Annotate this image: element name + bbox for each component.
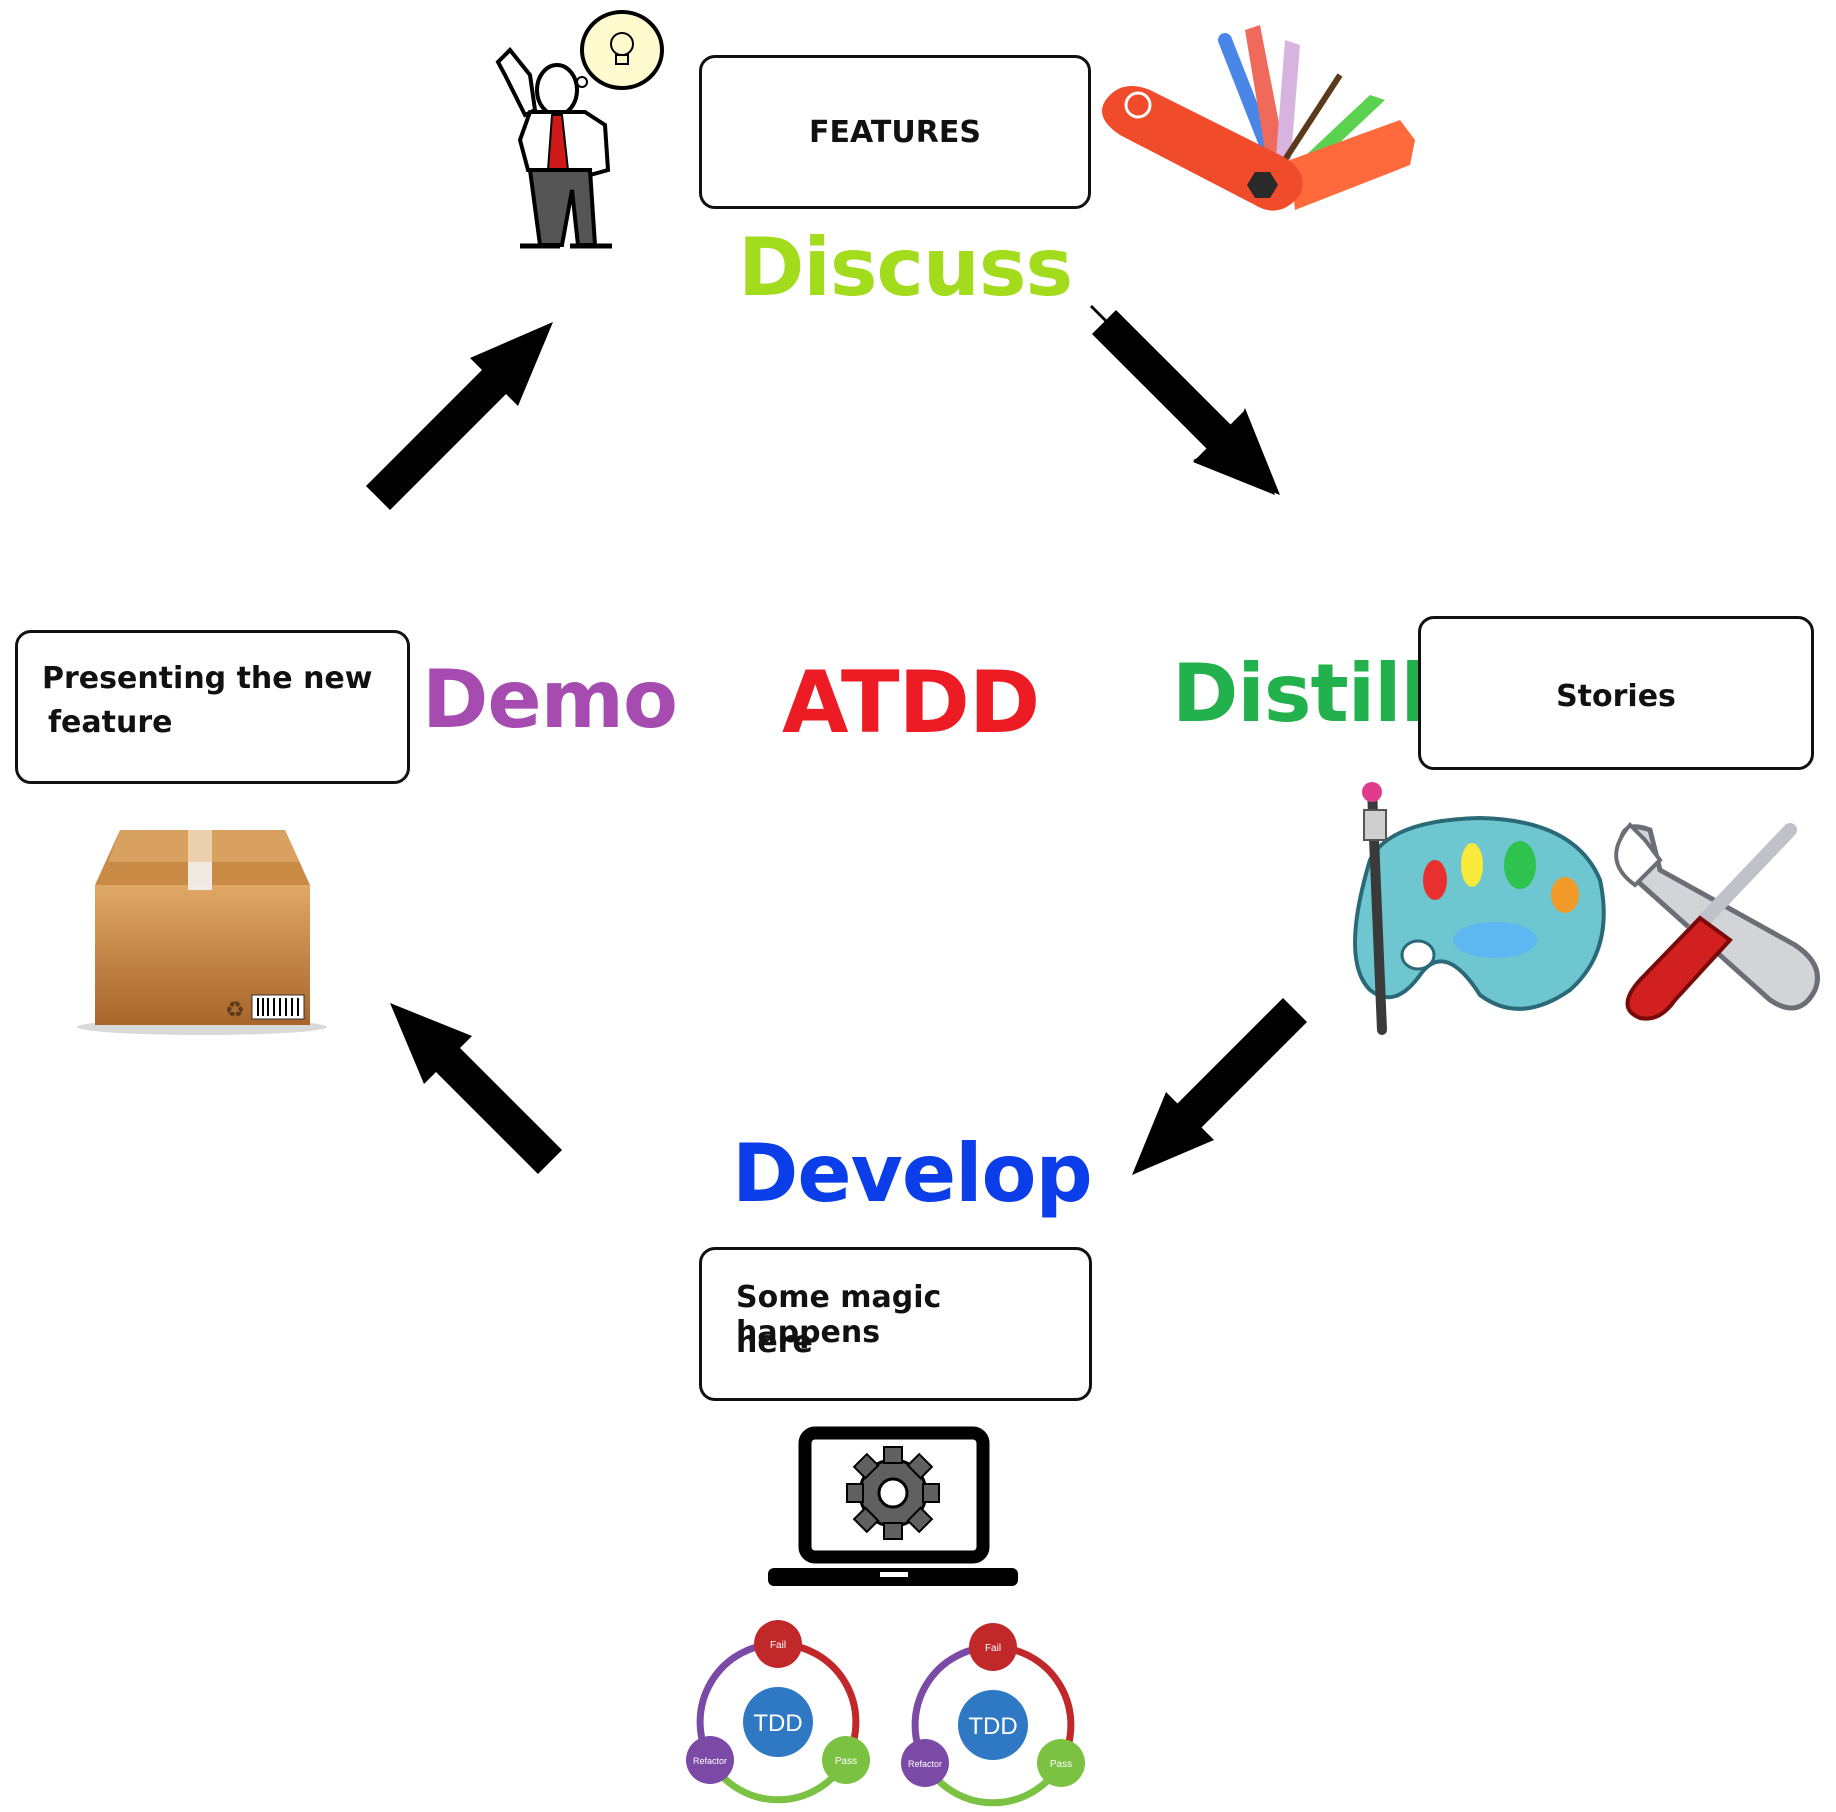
arrow-develop-to-demo xyxy=(390,1003,563,1175)
arrow-distill-to-develop xyxy=(1132,997,1308,1175)
discuss-label: Discuss xyxy=(738,221,1073,314)
presenting-box: Presenting the new feature xyxy=(15,630,410,784)
develop-label: Develop xyxy=(732,1127,1093,1220)
magic-box: Some magic happens here xyxy=(699,1247,1092,1401)
arrow-discuss-to-distill-shaft xyxy=(1091,309,1275,495)
distill-label: Distill xyxy=(1172,647,1428,740)
presenting-box-text-line1: Presenting the new xyxy=(42,661,373,696)
magic-box-text-line2: here xyxy=(736,1325,813,1360)
magic-box-text-line1: Some magic happens xyxy=(736,1280,942,1350)
stories-box: Stories xyxy=(1418,616,1814,770)
demo-label: Demo xyxy=(422,653,678,746)
features-box-text: FEATURES xyxy=(809,115,981,150)
features-box: FEATURES xyxy=(699,55,1091,209)
presenting-box-text-line2: feature xyxy=(48,705,173,740)
arrow-demo-to-discuss xyxy=(365,322,553,511)
atdd-title: ATDD xyxy=(782,653,1040,753)
stories-box-text: Stories xyxy=(1556,679,1676,714)
